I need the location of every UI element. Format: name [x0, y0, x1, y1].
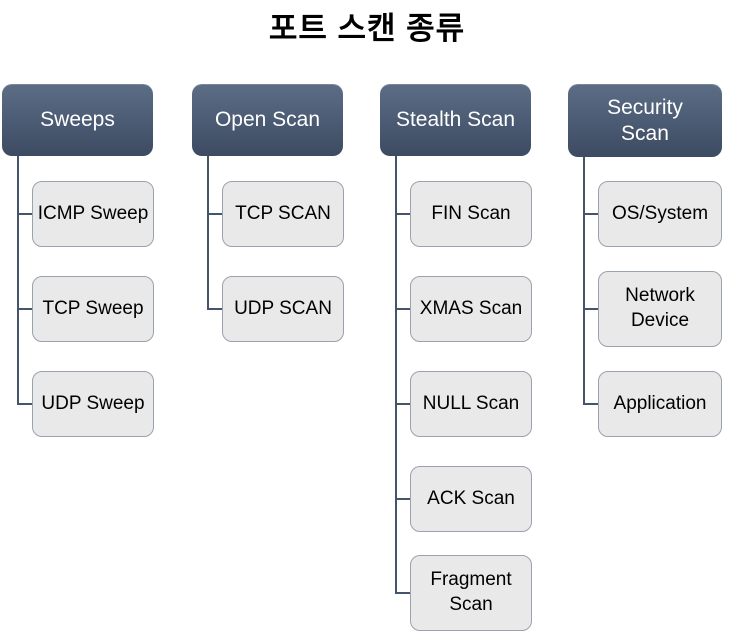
connector-stub: [17, 213, 32, 215]
connector-line: [17, 156, 19, 404]
node-udp-scan: UDP SCAN: [222, 276, 344, 342]
node-tcp-sweep: TCP Sweep: [32, 276, 154, 342]
connector-stub: [583, 403, 598, 405]
connector-stub: [583, 308, 598, 310]
connector-stub: [395, 403, 410, 405]
connector-stub: [17, 403, 32, 405]
connector-line: [395, 156, 397, 593]
node-application: Application: [598, 371, 722, 437]
connector-stub: [395, 592, 410, 594]
connector-stub: [17, 308, 32, 310]
column-header-stealth-scan: Stealth Scan: [380, 84, 531, 156]
connector-stub: [395, 213, 410, 215]
node-os-system: OS/System: [598, 181, 722, 247]
connector-stub: [395, 308, 410, 310]
node-null-scan: NULL Scan: [410, 371, 532, 437]
connector-stub: [583, 213, 598, 215]
connector-line: [207, 156, 209, 309]
connector-stub: [207, 308, 222, 310]
node-fragment-scan: Fragment Scan: [410, 555, 532, 631]
connector-line: [583, 157, 585, 404]
column-header-open-scan: Open Scan: [192, 84, 343, 156]
node-ack-scan: ACK Scan: [410, 466, 532, 532]
node-fin-scan: FIN Scan: [410, 181, 532, 247]
column-header-sweeps: Sweeps: [2, 84, 153, 156]
connector-stub: [395, 498, 410, 500]
node-icmp-sweep: ICMP Sweep: [32, 181, 154, 247]
connector-stub: [207, 213, 222, 215]
page-title: 포트 스캔 종류: [268, 11, 466, 46]
node-udp-sweep: UDP Sweep: [32, 371, 154, 437]
node-xmas-scan: XMAS Scan: [410, 276, 532, 342]
column-header-security-scan: Security Scan: [568, 84, 722, 157]
node-tcp-scan: TCP SCAN: [222, 181, 344, 247]
node-network-device: Network Device: [598, 271, 722, 347]
